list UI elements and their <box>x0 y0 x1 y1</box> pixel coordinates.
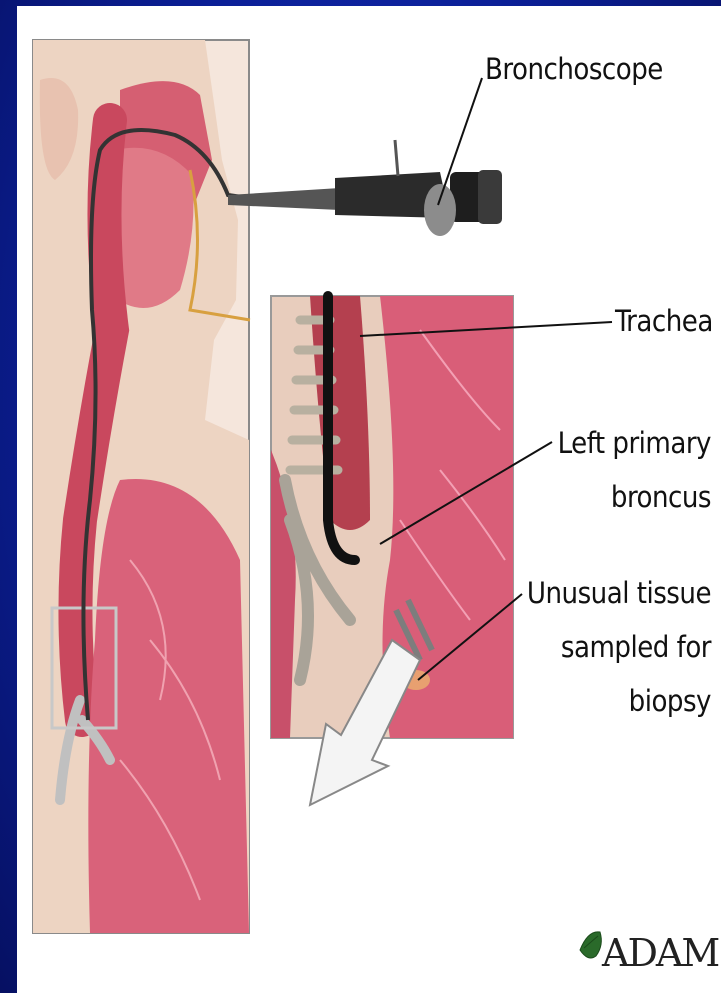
oral-cavity <box>115 148 194 308</box>
label-unusual-line2: sampled for <box>561 630 711 664</box>
label-bronchoscope: Bronchoscope <box>485 52 663 86</box>
bronchoscope-lever <box>395 140 398 176</box>
label-left-primary-line2: broncus <box>611 480 711 514</box>
label-unusual-line3: biopsy <box>629 684 711 718</box>
label-left-primary-line1: Left primary <box>558 426 711 460</box>
adam-logo: ADAM. <box>602 933 721 973</box>
bronchoscope-control <box>424 184 456 236</box>
lung-left-view <box>88 479 249 933</box>
label-trachea: Trachea <box>615 304 713 338</box>
label-unusual-line1: Unusual tissue <box>527 576 711 610</box>
bronchoscope-eyepiece-ring <box>478 170 502 224</box>
adam-leaf-icon <box>580 932 601 958</box>
